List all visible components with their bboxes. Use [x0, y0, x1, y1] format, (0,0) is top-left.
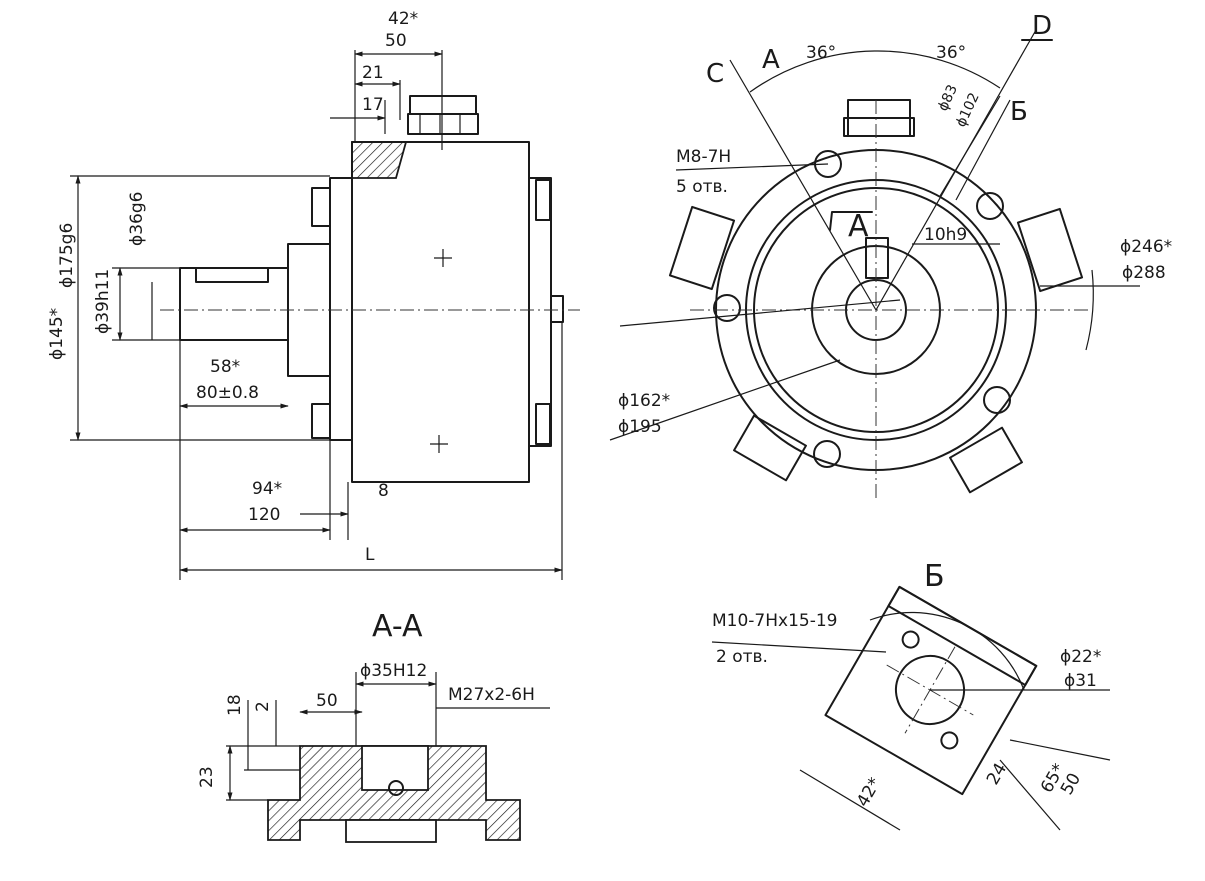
dim-d36: ϕ36g6 [127, 192, 147, 246]
dim-8: 8 [378, 481, 389, 501]
view-b: Б M10-7Hx15-19 2 отв. ϕ22* ϕ31 42* 24 65… [711, 559, 1111, 831]
dim-d195: ϕ195 [618, 417, 662, 437]
mounting-flange [329, 177, 353, 441]
section-aa: A-A ϕ35H12 M27x2-6H 50 23 18 2 [197, 609, 550, 843]
label-C: C [706, 59, 724, 89]
view-b-title: Б [924, 559, 945, 594]
pump-body [351, 141, 530, 483]
dim-d288: ϕ288 [1122, 263, 1166, 283]
dim-d35: ϕ35H12 [360, 661, 427, 681]
rear-cover [528, 177, 552, 447]
label-B: Б [1010, 97, 1028, 127]
thread-count-b: 2 отв. [716, 647, 768, 667]
dim-d145: ϕ145* [47, 308, 67, 360]
dim-d162: ϕ162* [618, 391, 670, 411]
section-arrow-symbol [829, 211, 873, 231]
thread-count: 5 отв. [676, 177, 728, 197]
dim-58: 58* [210, 357, 240, 377]
dim-L: L [365, 545, 375, 565]
label-A: A [762, 45, 780, 75]
section-aa-title: A-A [372, 609, 423, 644]
dim-120: 120 [248, 505, 280, 525]
section-mark-A: A [848, 209, 869, 244]
dim-50: 50 [385, 31, 407, 51]
dim-d83: ϕ83 [935, 82, 961, 113]
angle-36-right: 36° [936, 43, 966, 63]
dim-d22: ϕ22* [1060, 647, 1101, 667]
dim-23: 23 [197, 766, 217, 788]
thread-m8: M8-7H [676, 147, 731, 167]
dim-d39: ϕ39h11 [93, 269, 113, 334]
key-10h9: 10h9 [924, 225, 967, 245]
dim-d31: ϕ31 [1064, 671, 1097, 691]
dim-d246: ϕ246* [1120, 237, 1172, 257]
label-D: D [1032, 11, 1052, 41]
front-view: C A D Б 36° 36° ϕ83 ϕ102 M8-7H 5 отв. A … [609, 11, 1172, 500]
dim-2: 2 [253, 701, 273, 712]
dim-24: 24 [983, 760, 1011, 789]
dim-50-section: 50 [316, 691, 338, 711]
dim-80: 80±0.8 [196, 383, 259, 403]
thread-m27: M27x2-6H [448, 685, 535, 705]
dim-94: 94* [252, 479, 282, 499]
dim-d175: ϕ175g6 [57, 223, 77, 288]
dim-18: 18 [225, 694, 245, 716]
dim-42: 42* [388, 9, 418, 29]
side-view: 42* 50 21 17 ϕ145* ϕ175g6 ϕ39h11 ϕ36g6 5… [47, 9, 580, 580]
dim-21: 21 [362, 63, 384, 83]
thread-m10: M10-7Hx15-19 [712, 611, 838, 631]
dim-17: 17 [362, 95, 384, 115]
angle-36-left: 36° [806, 43, 836, 63]
